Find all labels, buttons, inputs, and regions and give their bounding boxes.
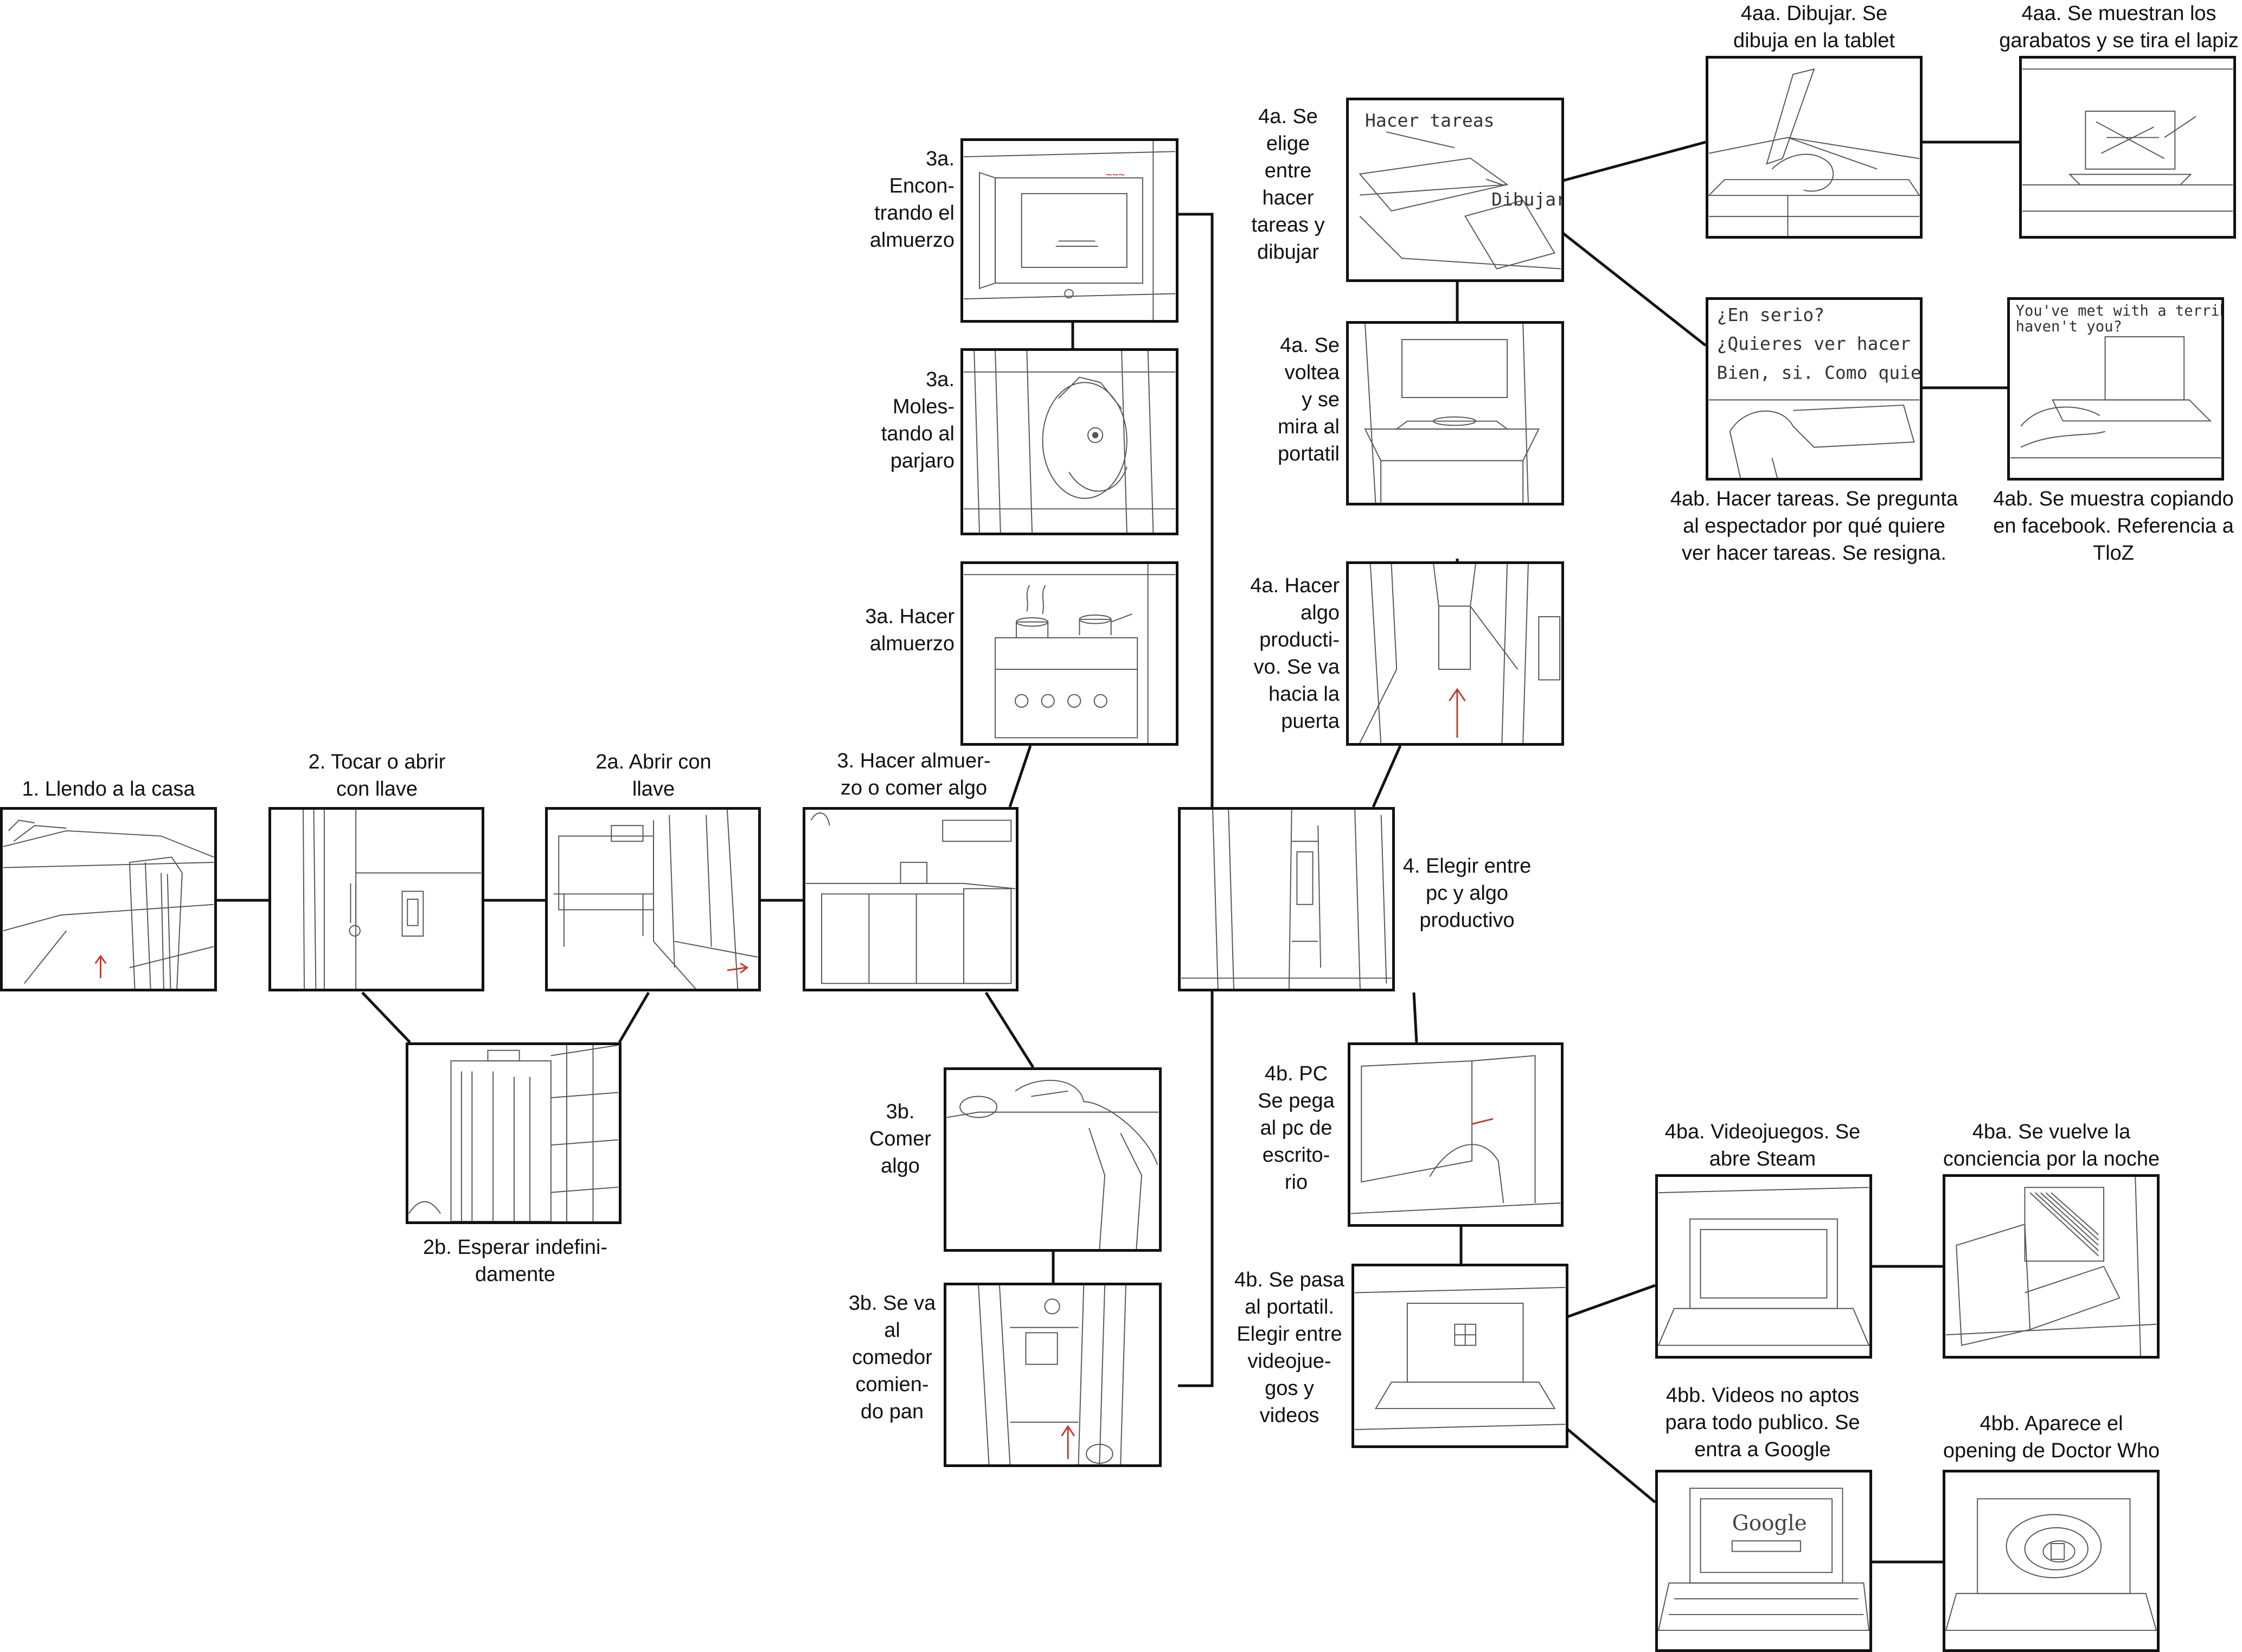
panel-3a-making-lunch: [960, 561, 1178, 746]
caption-panel-4b-2: 4b. Se pasa al portatil. Elegir entre vi…: [1226, 1266, 1353, 1429]
night-room-sketch: [1945, 1177, 2157, 1356]
laptop-tablet-sketch: Hacer tareas Dibujar: [1349, 100, 1561, 279]
laptop-vortex-sketch: [1945, 1472, 2157, 1649]
panel-2a-open-with-key: [545, 807, 761, 991]
google-logo-sketch: Google: [1732, 1512, 1807, 1536]
sketch-line-1: ¿En serio?: [1716, 304, 1824, 325]
sketch-line-3: Bien, si. Como quieras: [1716, 362, 1920, 383]
panel-4a-something-productive: [1346, 561, 1564, 746]
caption-panel-2b: 2b. Esperar indefini- damente: [401, 1234, 629, 1288]
panel-3a-finding-lunch: ~~~: [960, 138, 1178, 323]
panel-1-going-home: [0, 807, 217, 991]
panel-4ba-videogames-steam: [1655, 1174, 1872, 1359]
laptop-steam-sketch: [1658, 1177, 1869, 1356]
laptop-screen-sketch: [1354, 1266, 1566, 1445]
caption-panel-4aa-1: 4aa. Dibujar. Se dibuja en la tablet: [1697, 0, 1931, 54]
door-sketch: [271, 810, 482, 989]
panel-4ba-conscience-night: [1943, 1174, 2160, 1359]
panel-4bb-doctor-who-opening: [1943, 1470, 2160, 1652]
caption-panel-4bb-1: 4bb. Videos no aptos para todo publico. …: [1643, 1382, 1882, 1463]
caption-panel-4ab-1: 4ab. Hacer tareas. Se pregunta al espect…: [1665, 485, 1963, 567]
panel-4a-choose-homework-or-draw: Hacer tareas Dibujar: [1346, 98, 1564, 282]
sketch-line-tloz-1: You've met with a terrible fate,: [2016, 303, 2221, 319]
hall-door-sketch: [1349, 564, 1561, 743]
caption-panel-3b-1: 3b. Comer algo: [846, 1098, 955, 1180]
panel-3b-dining-room-bread: [944, 1283, 1162, 1467]
panel-3-lunch-or-eat: [803, 807, 1018, 991]
caption-panel-4ba-2: 4ba. Se vuelve la conciencia por la noch…: [1920, 1118, 2183, 1173]
caption-panel-3a-3: 3a. Hacer almuerzo: [835, 603, 955, 657]
panel-4aa-show-scribbles: [2019, 56, 2236, 239]
street-sketch: [3, 810, 214, 989]
caption-panel-2: 2. Tocar o abrir con llave: [271, 748, 483, 803]
panel-2-knock-or-open: [268, 807, 484, 991]
desktop-pc-sketch: [1350, 1045, 1561, 1224]
panel-4a-turns-to-laptop: [1346, 321, 1564, 505]
caption-panel-4a-1: 4a. Hacer algo producti- vo. Se va hacia…: [1220, 572, 1340, 735]
caption-panel-2a: 2a. Abrir con llave: [559, 748, 748, 803]
caption-panel-4bb-2: 4bb. Aparece el opening de Doctor Who: [1920, 1410, 2183, 1464]
panel-4-choose-pc-or-productive: [1178, 807, 1395, 991]
svg-text:~~~: ~~~: [1106, 168, 1125, 181]
panel-4bb-google: Google: [1655, 1470, 1872, 1652]
caption-panel-1: 1. Llendo a la casa: [11, 776, 206, 803]
caption-panel-3a-1: 3a. Encon- trando el almuerzo: [846, 145, 955, 254]
eating-sketch: [946, 1070, 1159, 1249]
tablet-drawing-sketch: [1708, 59, 1920, 236]
caption-panel-4a-2: 4a. Se voltea y se mira al portatil: [1231, 332, 1340, 468]
sketch-label-draw: Dibujar: [1491, 189, 1561, 210]
entrance-sketch: [548, 810, 758, 989]
hallway-sketch: [946, 1285, 1159, 1464]
desk-laptop-sketch: [1349, 324, 1561, 503]
caption-panel-3b-2: 3b. Se va al comedor comien- do pan: [835, 1290, 949, 1425]
laptop-typing-sketch: You've met with a terrible fate, haven't…: [2010, 300, 2221, 478]
sketch-label-homework: Hacer tareas: [1365, 110, 1494, 131]
panel-3a-bothering-bird: [960, 348, 1178, 535]
kitchen-sketch: [805, 810, 1016, 989]
sketch-line-tloz-2: haven't you?: [2016, 318, 2122, 335]
caption-panel-4aa-2: 4aa. Se muestran los garabatos y se tira…: [1996, 0, 2242, 54]
panel-4ab-copying-facebook: You've met with a terrible fate, haven't…: [2007, 297, 2224, 481]
microwave-sketch: ~~~: [963, 141, 1176, 320]
laptop-scribbles-sketch: [2022, 59, 2233, 236]
homework-sketch: ¿En serio? ¿Quieres ver hacer tareas? Bi…: [1708, 300, 1920, 478]
panel-4b-pc-desktop: [1348, 1042, 1564, 1227]
bird-sketch: [963, 351, 1176, 533]
panel-4aa-drawing-tablet: [1706, 56, 1923, 239]
panel-4b-laptop-choose: [1351, 1264, 1568, 1448]
panel-4ab-homework-question: ¿En serio? ¿Quieres ver hacer tareas? Bi…: [1706, 297, 1923, 481]
caption-panel-4ba-1: 4ba. Videojuegos. Se abre Steam: [1643, 1118, 1882, 1173]
caption-panel-4b-1: 4b. PC Se pega al pc de escrito- rio: [1247, 1060, 1345, 1196]
sketch-line-2: ¿Quieres ver hacer tareas?: [1716, 333, 1920, 354]
direction-arrow: [95, 956, 106, 978]
caption-panel-3a-2: 3a. Moles- tando al parjaro: [846, 366, 955, 475]
stove-sketch: [963, 564, 1176, 743]
caption-panel-4a-3: 4a. Se elige entre hacer tareas y dibuja…: [1234, 103, 1342, 266]
caption-panel-4ab-2: 4ab. Se muestra copiando en facebook. Re…: [1985, 485, 2242, 567]
panel-3b-eat-something: [944, 1067, 1162, 1252]
caption-panel-4: 4. Elegir entre pc y algo productivo: [1391, 853, 1543, 934]
caption-panel-3: 3. Hacer almuer- zo o comer algo: [813, 747, 1014, 802]
laptop-google-sketch: Google: [1658, 1472, 1869, 1649]
corridor-sketch: [1181, 810, 1392, 989]
panel-2b-wait: [406, 1042, 622, 1224]
closed-door-sketch: [408, 1045, 619, 1221]
